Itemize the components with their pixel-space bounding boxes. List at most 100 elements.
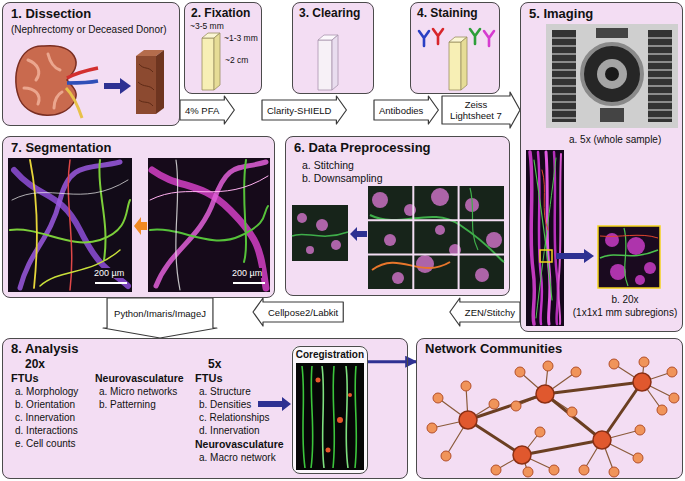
- text-slot: ZEN/Stitchy: [464, 307, 516, 318]
- list-item: b. Patterning: [99, 399, 156, 411]
- text-slot: 8. Analysis: [11, 342, 78, 357]
- scale-label: 200 µm: [232, 268, 262, 278]
- text-slot: 7. Segmentation: [11, 141, 111, 156]
- text-slot: 5x: [208, 358, 221, 372]
- panel-fill: [2, 2, 180, 126]
- arrow-label: ZEN/Stitchy: [464, 307, 516, 318]
- list-item: d. Innervation: [199, 425, 260, 437]
- panel-fill: [416, 338, 683, 479]
- block-arrow: [374, 96, 438, 124]
- panel-heading: 7. Segmentation: [11, 141, 111, 156]
- list-item: c. Innervation: [15, 412, 75, 424]
- text-slot: 1. Dissection: [11, 7, 91, 22]
- box-label: Coregistration: [296, 349, 364, 361]
- panel-heading: 2. Fixation: [191, 7, 250, 21]
- text-slot: 5. Imaging: [529, 7, 593, 22]
- text-slot: FTUs: [11, 372, 39, 385]
- panel-fill: [2, 338, 408, 479]
- text-slot: 200 µm: [232, 268, 262, 278]
- text-slot: Cellpose2/Labkit: [267, 307, 339, 318]
- text-slot: b. Densities: [199, 399, 251, 411]
- block-arrow: [450, 298, 520, 326]
- kidney-illustration: [16, 46, 164, 118]
- panel-heading: 6. Data Preprocessing: [294, 141, 431, 156]
- text-slot: b. Orientation: [15, 399, 75, 411]
- image-box: Coregistration: [292, 346, 368, 474]
- text-slot: b. 20x: [569, 294, 681, 306]
- scale-label: 200 µm: [94, 268, 124, 278]
- list-item: a. Macro network: [199, 452, 276, 464]
- text-slot: 20x: [25, 358, 45, 372]
- arrow-label: Cellpose2/Labkit: [267, 307, 339, 318]
- arrow-label: Python/Imaris/ImageJ: [113, 308, 207, 319]
- list-item: d. Interactions: [15, 425, 78, 437]
- text-slot: (1x1x1 mm subregions): [569, 307, 681, 319]
- text-slot: 4. Staining: [417, 7, 478, 21]
- list-item: b. Densities: [199, 399, 251, 411]
- list-item: a. Micro networks: [99, 386, 177, 398]
- text-slot: a. Morphology: [15, 386, 78, 398]
- panel-subtitle: (Nephrectomy or Deceased Donor): [11, 24, 167, 36]
- step-panel: 1. Dissection (Nephrectomy or Deceased Do…: [2, 2, 180, 126]
- block-arrow: [253, 298, 343, 326]
- panel-fill: [285, 136, 510, 296]
- step-panel: 8. Analysis20xFTUsa. Morphologyb. Orient…: [2, 338, 408, 479]
- text-slot: FTUs: [195, 372, 223, 385]
- arrow-label: Zeiss Lightsheet 7: [446, 99, 506, 121]
- text-slot: a. Micro networks: [99, 386, 177, 398]
- panel-heading: Network Communities: [425, 342, 562, 357]
- text-slot: ~2 cm: [225, 56, 248, 66]
- text-slot: Clarity-SHIELD: [266, 105, 332, 116]
- image-caption: b. 20x: [611, 294, 638, 306]
- text-slot: d. Innervation: [199, 425, 260, 437]
- text-slot: (Nephrectomy or Deceased Donor): [11, 24, 167, 36]
- arrow-label: Antibodies: [378, 105, 424, 116]
- text-slot: 6. Data Preprocessing: [294, 141, 431, 156]
- panel-fill: [410, 2, 500, 94]
- result-panel: Network Communities: [416, 338, 683, 479]
- panel-fill: [292, 2, 374, 94]
- fixed-slab: [202, 33, 220, 90]
- list-item: b. Orientation: [15, 399, 75, 411]
- text-slot: Antibodies: [378, 105, 424, 116]
- column-heading: 20x: [25, 358, 45, 372]
- dimension-label: ~1-3 mm: [224, 34, 258, 44]
- text-slot: 200 µm: [94, 268, 124, 278]
- group-heading: Neurovasculature: [95, 372, 184, 384]
- block-arrow: [180, 96, 234, 124]
- text-slot: Zeiss Lightsheet 7: [446, 99, 506, 121]
- connector-arrow: [368, 360, 416, 363]
- microscope-photo: [546, 24, 678, 128]
- list-item: b. Downsampling: [302, 172, 383, 184]
- stitched-tiles: [292, 186, 504, 289]
- text-slot: c. Innervation: [15, 412, 75, 424]
- text-slot: 3. Clearing: [299, 7, 360, 21]
- block-arrow: [442, 92, 520, 128]
- text-slot: Neurovasculature: [195, 438, 284, 450]
- list-item: a. Morphology: [15, 386, 78, 398]
- panel-heading: 1. Dissection: [11, 7, 91, 22]
- text-slot: Network Communities: [425, 342, 562, 357]
- panel-heading: 5. Imaging: [529, 7, 593, 22]
- panel-heading: 3. Clearing: [299, 7, 360, 21]
- text-slot: 4% PFA: [184, 105, 220, 116]
- group-heading: FTUs: [195, 372, 223, 385]
- text-slot: ~3-5 mm: [190, 22, 224, 32]
- panel-heading: 4. Staining: [417, 7, 478, 21]
- panel-fill: [520, 2, 683, 332]
- text-slot: a. 5x (whole sample): [569, 134, 661, 146]
- list-item: a. Stitching: [302, 159, 354, 171]
- list-item: c. Relationships: [199, 412, 270, 424]
- step-panel: 5. Imaging a. 5x (whole sample) b. 20x(1x1…: [520, 2, 683, 332]
- column-heading: 5x: [208, 358, 221, 372]
- group-heading: Neurovasculature: [195, 438, 284, 450]
- text-slot: b. Downsampling: [302, 172, 383, 184]
- text-slot: ~1-3 mm: [224, 34, 258, 44]
- step-panel: 3. Clearing: [292, 2, 374, 94]
- list-item: a. Structure: [199, 386, 251, 398]
- text-slot: Python/Imaris/ImageJ: [113, 308, 207, 319]
- text-slot: e. Cell counts: [15, 438, 76, 450]
- network-graph: [427, 357, 679, 477]
- image-caption: (1x1x1 mm subregions): [573, 307, 677, 319]
- panel-heading: 8. Analysis: [11, 342, 78, 357]
